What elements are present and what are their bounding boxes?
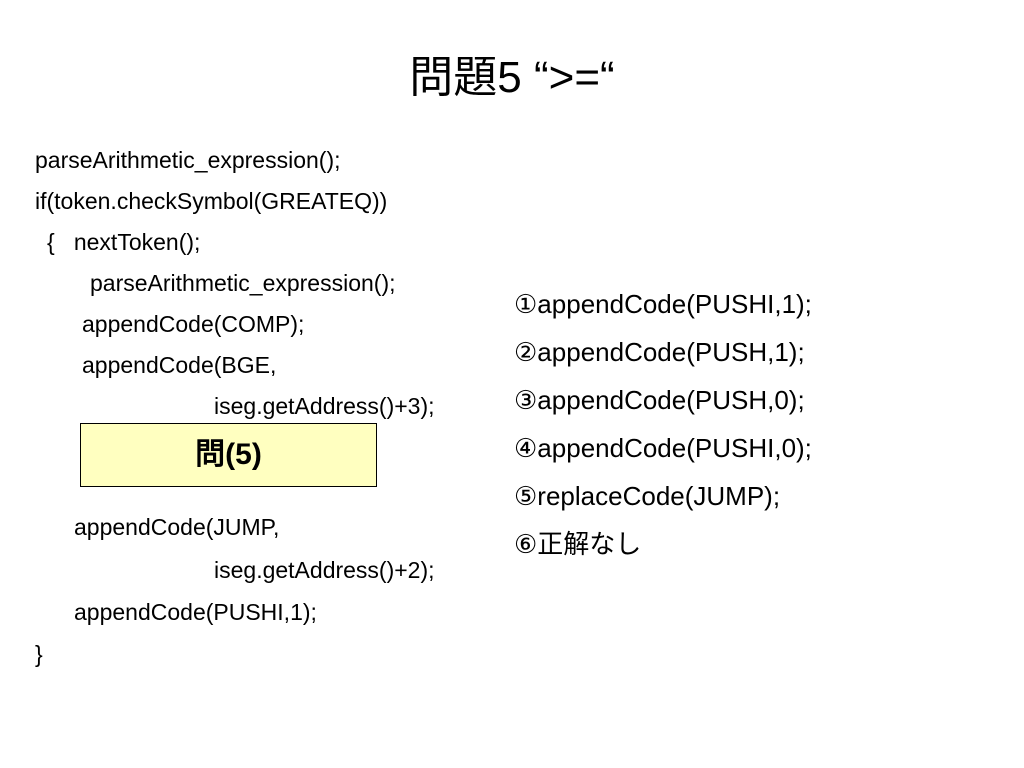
option-5[interactable]: ⑤replaceCode(JUMP); <box>514 481 781 511</box>
code-line: iseg.getAddress()+3); <box>214 393 435 419</box>
code-line: } <box>35 641 43 667</box>
answer-box[interactable]: 問(5) <box>80 423 377 487</box>
option-2[interactable]: ②appendCode(PUSH,1); <box>514 337 805 367</box>
code-line: iseg.getAddress()+2); <box>214 557 435 583</box>
code-line: { nextToken(); <box>47 229 201 255</box>
code-line: parseArithmetic_expression(); <box>90 270 396 296</box>
option-4[interactable]: ④appendCode(PUSHI,0); <box>514 433 812 463</box>
option-6[interactable]: ⑥正解なし <box>514 529 642 559</box>
slide-title: 問題5 “>=“ <box>409 53 615 102</box>
code-line: appendCode(COMP); <box>82 311 305 337</box>
answer-options: ①appendCode(PUSHI,1); ②appendCode(PUSH,1… <box>514 280 812 568</box>
code-line: appendCode(JUMP, <box>74 514 280 540</box>
code-line: appendCode(PUSHI,1); <box>74 599 317 625</box>
code-line: parseArithmetic_expression(); <box>35 147 341 173</box>
code-line: appendCode(BGE, <box>82 352 277 378</box>
answer-box-label: 問(5) <box>195 438 262 471</box>
option-3[interactable]: ③appendCode(PUSH,0); <box>514 385 805 415</box>
code-line: if(token.checkSymbol(GREATEQ)) <box>35 188 388 214</box>
option-1[interactable]: ①appendCode(PUSHI,1); <box>514 289 812 319</box>
